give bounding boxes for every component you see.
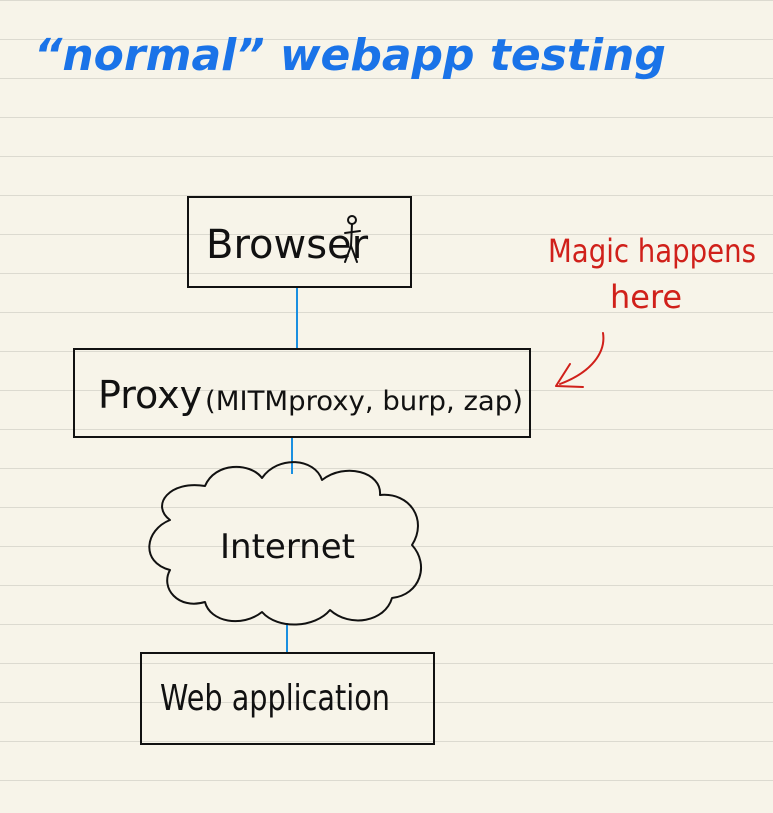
browser-node: Browser xyxy=(187,196,412,288)
webapp-label: Web application xyxy=(160,678,390,719)
annotation-arrow-icon xyxy=(555,332,605,388)
internet-cloud xyxy=(148,461,422,626)
proxy-box xyxy=(73,348,531,438)
proxy-label: Proxy xyxy=(98,373,202,417)
annotation-line-2: here xyxy=(610,278,682,316)
browser-box xyxy=(187,196,412,288)
user-figure-icon xyxy=(344,215,361,263)
webapp-node: Web application xyxy=(140,652,435,745)
proxy-tools-label: (MITMproxy, burp, zap) xyxy=(205,386,523,417)
internet-label: Internet xyxy=(220,527,355,567)
annotation: Magic happens here xyxy=(548,232,756,388)
page-title: “normal” webapp testing xyxy=(34,30,666,81)
internet-node: Internet xyxy=(148,461,422,626)
browser-label: Browser xyxy=(206,222,369,268)
proxy-node: Proxy (MITMproxy, burp, zap) xyxy=(73,348,531,438)
webapp-box xyxy=(140,652,435,745)
annotation-line-1: Magic happens xyxy=(548,232,756,270)
